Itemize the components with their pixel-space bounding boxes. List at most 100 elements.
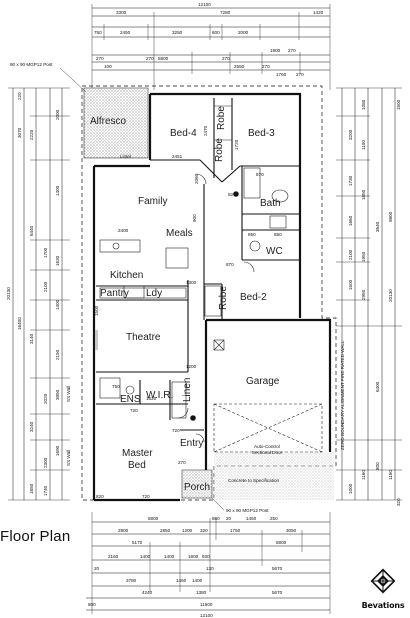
dim-right: 1100 bbox=[361, 140, 366, 150]
left-dimensions bbox=[8, 87, 70, 501]
dim-left: 1630 bbox=[55, 255, 60, 266]
dim-left: 1740 bbox=[43, 485, 48, 496]
dim-right: 1950 bbox=[361, 251, 366, 262]
dim-interior: 720 bbox=[130, 408, 138, 413]
room-meals-label: Meals bbox=[166, 228, 193, 239]
dim-interior: 2451 bbox=[172, 154, 183, 159]
dim-bottom: 2160 bbox=[108, 554, 119, 559]
dim-bottom: 1400 bbox=[140, 554, 151, 559]
dim-left: 1650 bbox=[29, 483, 34, 494]
driveway-paving bbox=[214, 452, 334, 500]
room-bath-label: Bath bbox=[260, 198, 281, 209]
dim-left: 2220 bbox=[29, 129, 34, 140]
dim-bottom: 5800 bbox=[148, 516, 159, 521]
dim-right-overall: 20130 bbox=[388, 289, 393, 302]
dim-right: 2100 bbox=[348, 249, 353, 260]
room-robe-label: Robe bbox=[218, 286, 229, 310]
dim-interior: 1500 bbox=[94, 305, 99, 316]
dim-bottom: 2900 bbox=[118, 528, 129, 533]
dim-right: 1730 bbox=[348, 175, 353, 186]
note-leader bbox=[211, 497, 225, 511]
dim-bottom: 2850 bbox=[160, 528, 171, 533]
room-robe-label: Robe bbox=[216, 106, 227, 130]
dim-right: 1080 bbox=[361, 99, 366, 110]
note-post-bottom: 90 x 90 MGP12 Post bbox=[226, 508, 269, 513]
room-laundry-label: Ldy bbox=[146, 288, 162, 299]
dim-bottom: 930 bbox=[202, 554, 210, 559]
dim-bottom: 1750 bbox=[230, 528, 241, 533]
dim-interior: 270 bbox=[178, 460, 186, 465]
dim-interior: 2060 bbox=[194, 173, 199, 184]
dim-top: 270 bbox=[222, 56, 230, 61]
dim-bottom: 1400 bbox=[192, 578, 203, 583]
dim-left: 3950 bbox=[55, 389, 60, 400]
dim-interior: 720 bbox=[172, 428, 180, 433]
dim-top: 270 bbox=[296, 72, 304, 77]
dim-bottom: 20 bbox=[94, 566, 100, 571]
dim-top: 1760 bbox=[276, 72, 287, 77]
dim-interior: 820 bbox=[228, 192, 236, 197]
room-theatre-label: Theatre bbox=[126, 332, 161, 343]
dim-interior: 850 bbox=[248, 232, 256, 237]
dim-interior: 1720 bbox=[234, 139, 239, 150]
right-dimensions bbox=[336, 87, 402, 501]
dim-left: 2000 bbox=[55, 109, 60, 120]
room-master-label-2: Bed bbox=[128, 460, 146, 471]
room-bed4-label: Bed-4 bbox=[170, 128, 197, 139]
dim-left: 16400 bbox=[17, 317, 22, 330]
room-ens-label: ENS bbox=[120, 394, 141, 405]
room-bed3-label: Bed-3 bbox=[248, 128, 275, 139]
note-lintel: Lintel bbox=[120, 154, 131, 159]
dim-bottom: 880 bbox=[212, 516, 220, 521]
note-auto-control: Auto-Control bbox=[254, 444, 280, 449]
dim-left: 2100 bbox=[43, 281, 48, 292]
dim-interior: 750 bbox=[112, 384, 120, 389]
brand-logo: Bevations bbox=[360, 567, 406, 610]
porch-paving bbox=[181, 469, 213, 499]
dim-left-overall: 20130 bbox=[6, 287, 11, 300]
dim-top: 2000 bbox=[238, 30, 249, 35]
dim-top: 3250 bbox=[172, 30, 183, 35]
dim-right: 3200 bbox=[348, 129, 353, 140]
note-porch-slab: Concrete to Specification bbox=[228, 478, 280, 483]
bevations-logo-icon bbox=[370, 568, 396, 594]
note-ss-wall: SS Wall bbox=[66, 386, 71, 402]
dim-bottom: 5670 bbox=[272, 590, 283, 595]
dim-bottom: 5170 bbox=[132, 540, 143, 545]
dim-bottom: 3050 bbox=[286, 528, 297, 533]
room-porch-label: Porch bbox=[184, 482, 210, 493]
dim-bottom: 1380 bbox=[196, 590, 207, 595]
room-linen-label: Linen bbox=[182, 378, 193, 402]
dim-right: 9800 bbox=[388, 211, 393, 222]
dim-interior: 1200 bbox=[186, 364, 197, 369]
dim-left: 2150 bbox=[55, 349, 60, 360]
room-alfresco-label: Alfresco bbox=[90, 116, 127, 127]
dim-right: 1660 bbox=[348, 215, 353, 226]
dim-left: 3140 bbox=[29, 333, 34, 344]
dim-left: 6440 bbox=[29, 225, 34, 236]
dim-top: 750 bbox=[94, 30, 102, 35]
dim-left: 1700 bbox=[43, 247, 48, 258]
note-sectional-door: Sectional Door bbox=[252, 450, 283, 455]
top-dimensions bbox=[91, 4, 331, 90]
room-bed2-label: Bed-2 bbox=[240, 292, 267, 303]
dim-top: 3300 bbox=[116, 10, 127, 15]
room-family-label: Family bbox=[138, 196, 167, 207]
dim-interior: 1300 bbox=[186, 280, 197, 285]
dim-bottom: 1450 bbox=[246, 516, 257, 521]
dim-bottom: 4240 bbox=[142, 590, 153, 595]
dim-bottom: 5670 bbox=[272, 566, 283, 571]
room-wir-label: W.I.R. bbox=[146, 390, 173, 401]
external-walls bbox=[92, 92, 332, 502]
room-pantry-label: Pantry bbox=[100, 288, 129, 299]
dim-right: 1500 bbox=[348, 279, 353, 290]
dim-top: 1900 bbox=[270, 48, 281, 53]
room-kitchen-label: Kitchen bbox=[110, 270, 143, 281]
dim-left: 2020 bbox=[43, 393, 48, 404]
dim-top: 270 bbox=[96, 56, 104, 61]
note-post-top: 90 x 90 MGP12 Post bbox=[10, 62, 53, 67]
dim-right: 1150 bbox=[388, 470, 393, 480]
interior-dimensions: 2470 2451 1720 2400 900 1500 870 850 120… bbox=[94, 125, 282, 499]
dim-top-overall: 12100 bbox=[198, 2, 211, 7]
